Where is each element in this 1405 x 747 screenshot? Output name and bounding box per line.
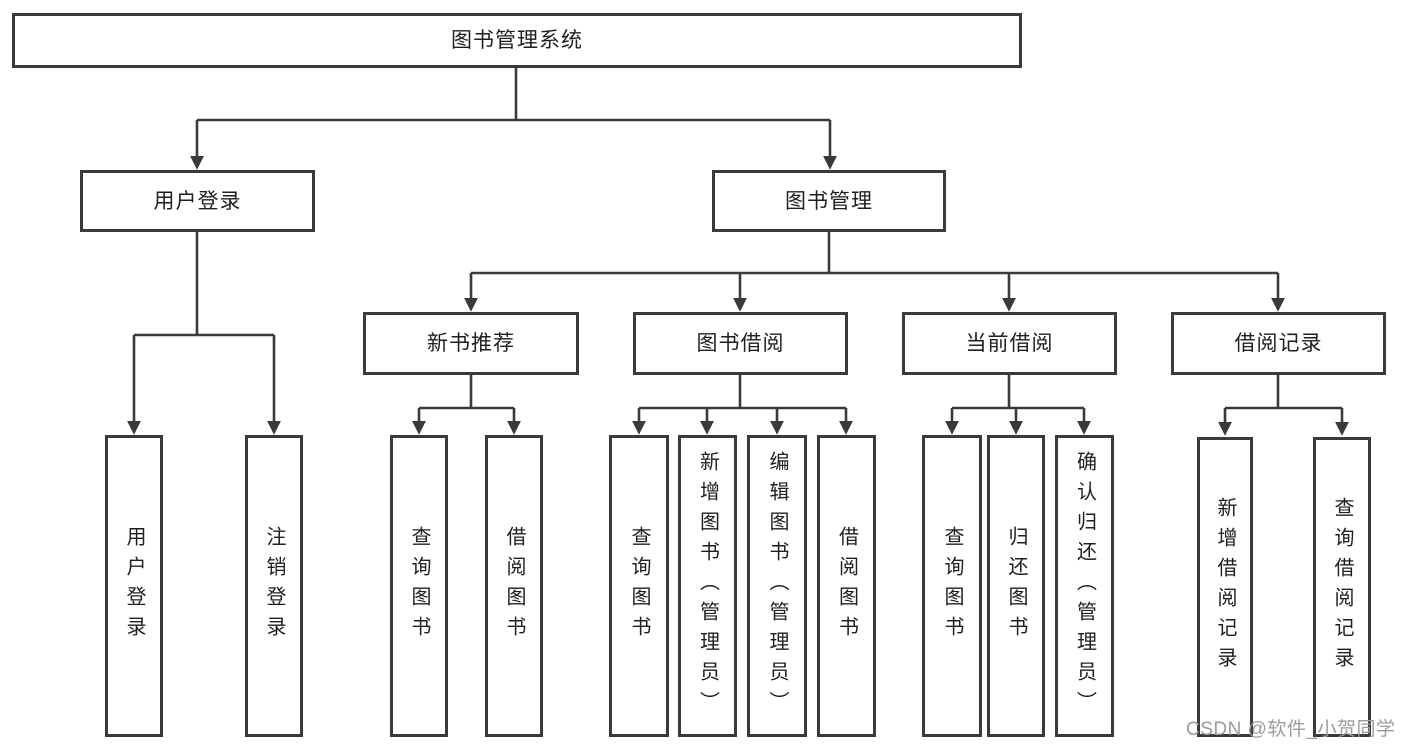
leaf-query-books-3: 查询图书	[922, 435, 982, 737]
node-new-book-recommend-label: 新书推荐	[427, 332, 515, 355]
node-user-login: 用户登录	[80, 170, 315, 232]
leaf-logout: 注销登录	[245, 435, 303, 737]
leaf-query-books-2-label: 查询图书	[628, 526, 650, 646]
leaf-user-login: 用户登录	[105, 435, 163, 737]
leaf-return-books-label: 归还图书	[1005, 526, 1027, 646]
leaf-query-borrow-record: 查询借阅记录	[1313, 437, 1371, 737]
node-book-borrowing-label: 图书借阅	[696, 332, 785, 355]
leaf-edit-books-admin-label: 编辑图书（管理员）	[766, 451, 788, 721]
leaf-borrow-books-2-label: 借阅图书	[835, 526, 858, 646]
node-current-borrowing-label: 当前借阅	[965, 332, 1054, 355]
leaf-confirm-return-admin: 确认归还（管理员）	[1055, 435, 1114, 737]
leaf-logout-label: 注销登录	[263, 526, 285, 646]
leaf-add-borrow-record-label: 新增借阅记录	[1214, 497, 1236, 677]
leaf-borrow-books-1: 借阅图书	[485, 435, 543, 737]
node-new-book-recommend: 新书推荐	[363, 312, 579, 375]
leaf-add-books-admin-label: 新增图书（管理员）	[696, 451, 719, 721]
node-book-borrowing: 图书借阅	[633, 312, 848, 375]
leaf-query-books-2: 查询图书	[609, 435, 669, 737]
node-book-management-label: 图书管理	[785, 189, 873, 213]
node-library-management-system: 图书管理系统	[12, 13, 1022, 68]
node-book-management: 图书管理	[712, 170, 946, 232]
leaf-add-books-admin: 新增图书（管理员）	[678, 435, 737, 737]
leaf-query-books-1: 查询图书	[390, 435, 448, 737]
node-current-borrowing: 当前借阅	[902, 312, 1117, 375]
leaf-borrow-books-2: 借阅图书	[817, 435, 876, 737]
leaf-user-login-label: 用户登录	[123, 526, 145, 646]
leaf-query-books-1-label: 查询图书	[408, 526, 430, 646]
node-library-management-system-label: 图书管理系统	[451, 29, 583, 52]
node-borrowing-records: 借阅记录	[1171, 312, 1386, 375]
leaf-add-borrow-record: 新增借阅记录	[1197, 437, 1253, 737]
leaf-borrow-books-1-label: 借阅图书	[503, 526, 525, 646]
leaf-query-borrow-record-label: 查询借阅记录	[1331, 497, 1353, 677]
csdn-watermark: CSDN @软件_小贺同学	[1186, 719, 1396, 740]
leaf-query-books-3-label: 查询图书	[941, 526, 963, 646]
node-borrowing-records-label: 借阅记录	[1234, 332, 1323, 355]
leaf-edit-books-admin: 编辑图书（管理员）	[747, 435, 807, 737]
leaf-confirm-return-admin-label: 确认归还（管理员）	[1073, 451, 1096, 721]
node-user-login-label: 用户登录	[153, 189, 242, 213]
leaf-return-books: 归还图书	[987, 435, 1045, 737]
